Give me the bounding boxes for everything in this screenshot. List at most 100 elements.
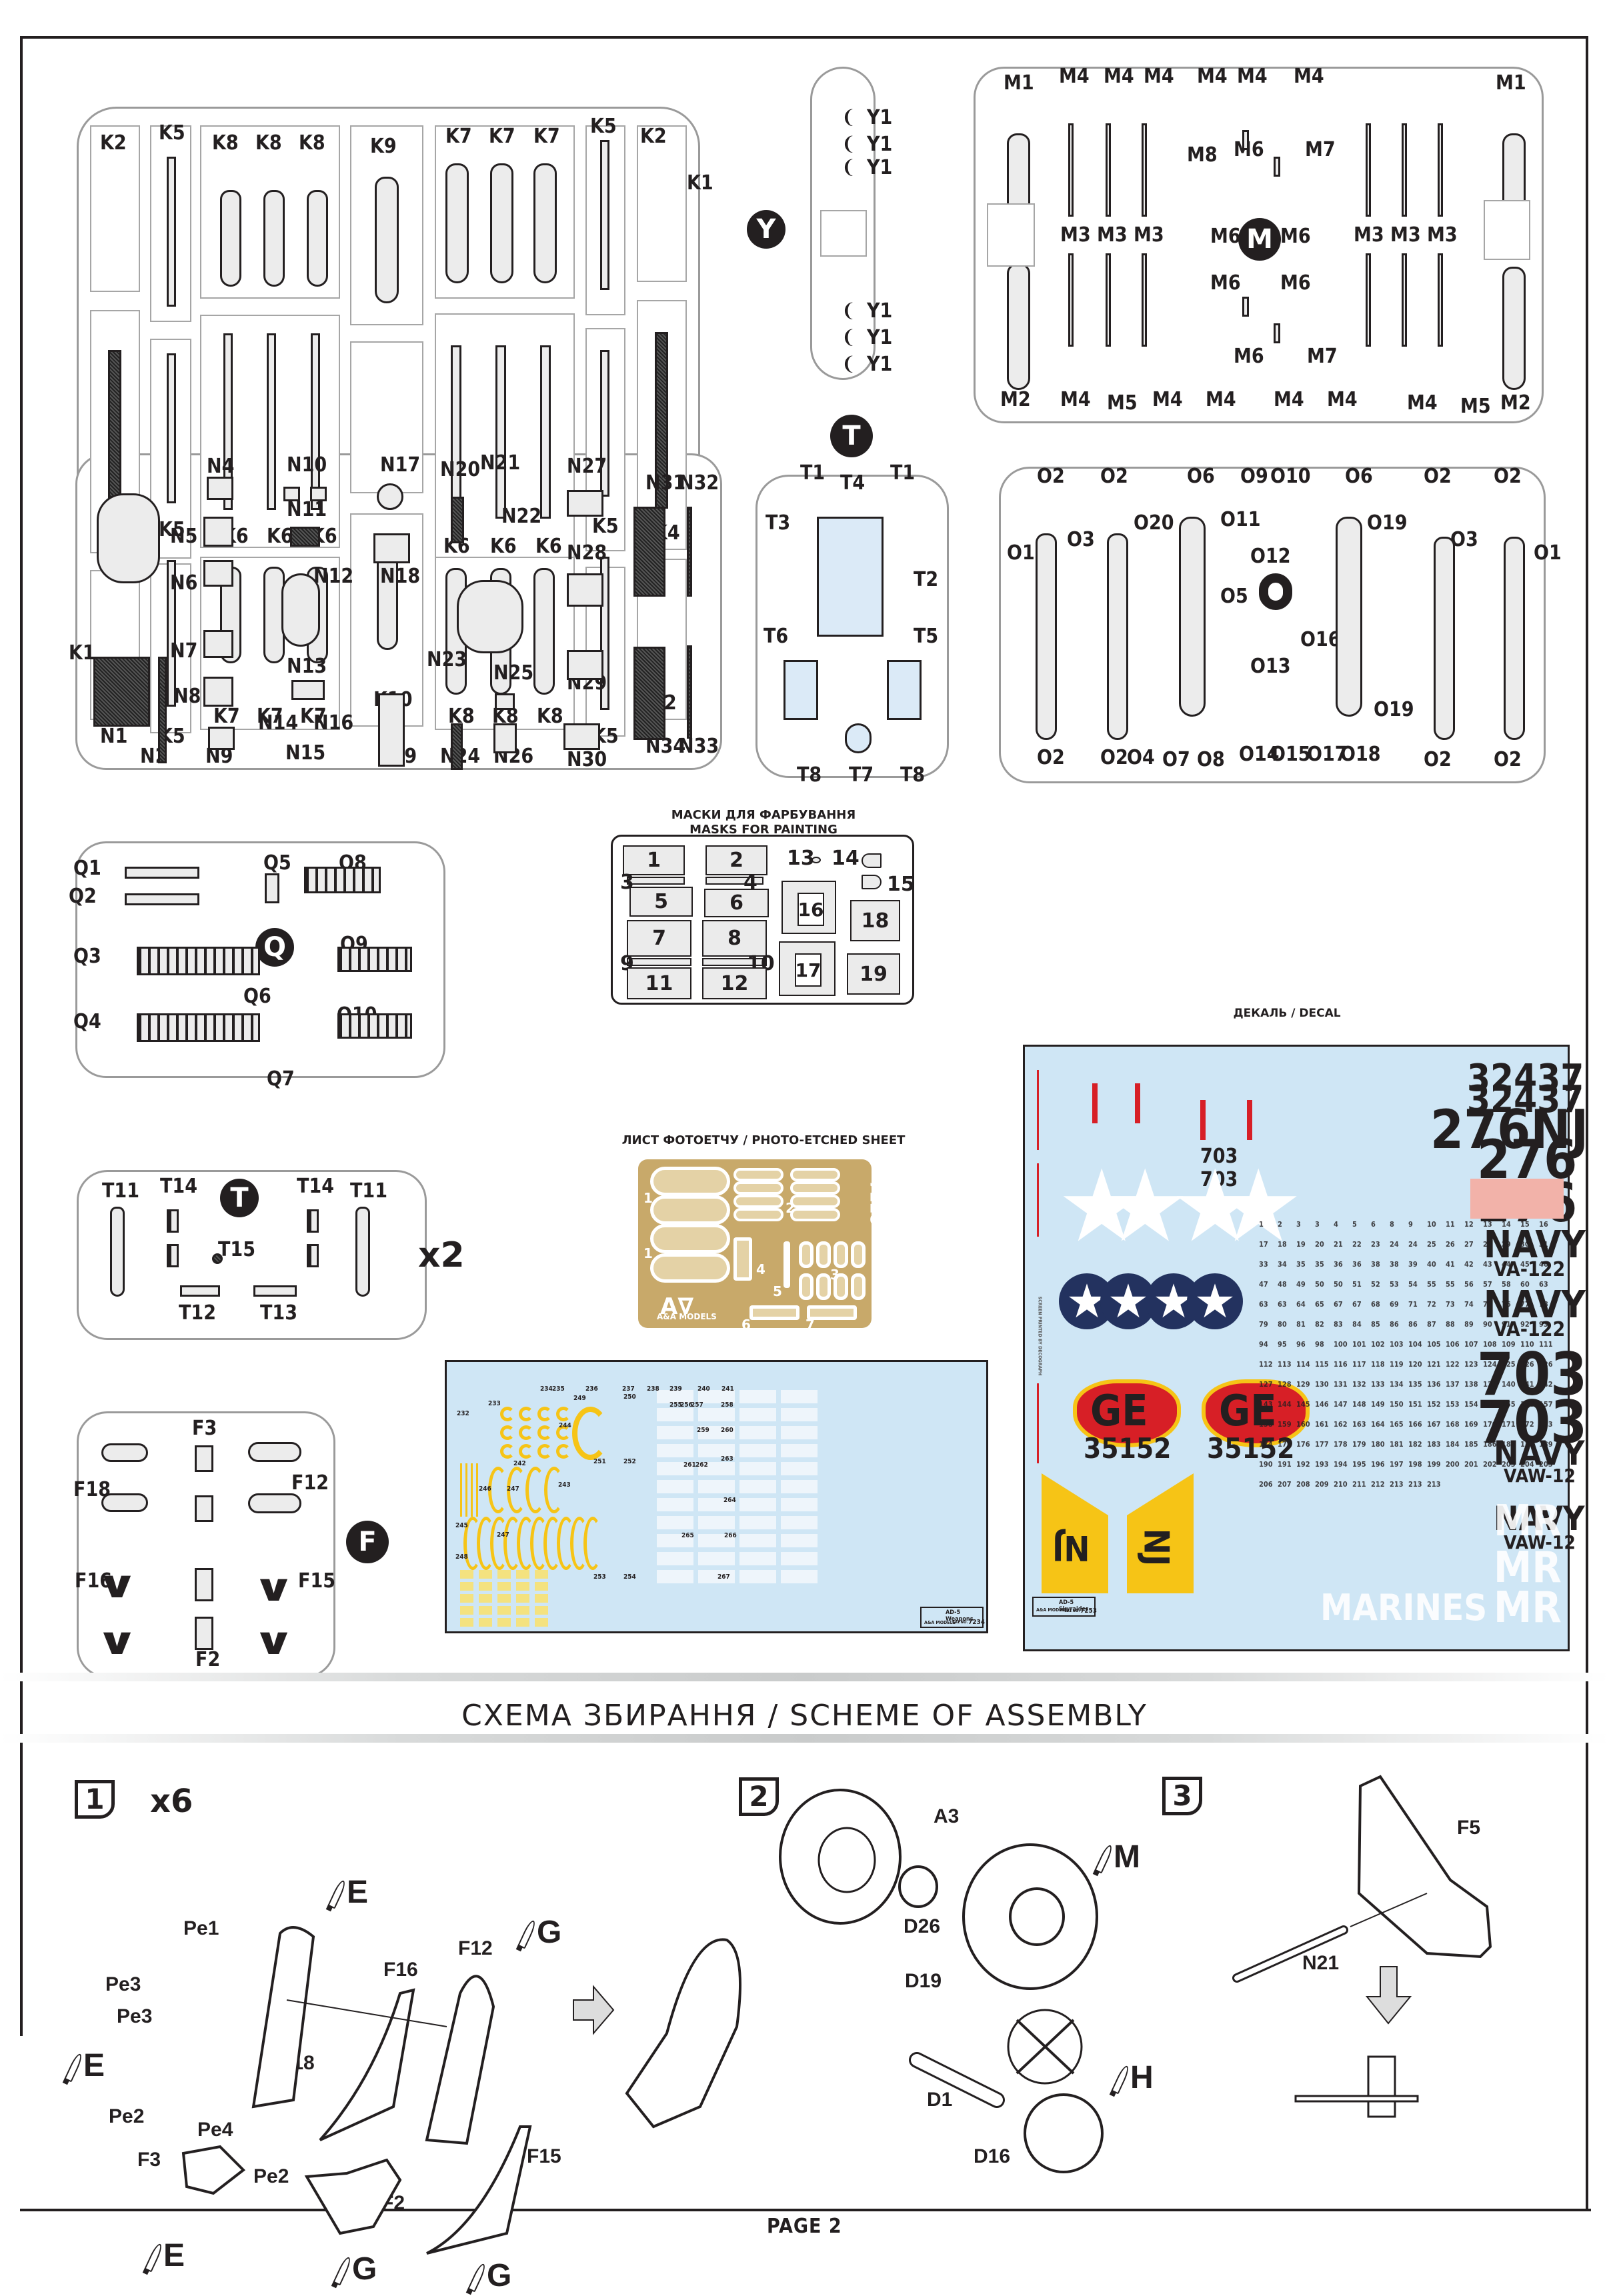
mask-piece-8: 8 (702, 920, 767, 957)
decal-number-202: 202 (1483, 1460, 1497, 1469)
decal-number-136: 136 (1427, 1380, 1441, 1389)
decal-number-131: 131 (1334, 1380, 1348, 1389)
weapon-decal-number-234: 234 (540, 1385, 553, 1393)
decal-number-81: 81 (1296, 1320, 1306, 1329)
paint-code: G (537, 1915, 562, 1950)
paint-code: E (347, 1875, 369, 1910)
photo-etch-title: ЛИСТ ФОТОЕТЧУ / PHOTO-ETCHED SHEET (621, 1133, 906, 1147)
assembly-part-label-f12: F12 (458, 1937, 493, 1959)
pe-buckle-3 (799, 1273, 814, 1300)
rocket-k6 (311, 333, 320, 510)
part-label-m4: M4 (1104, 65, 1134, 88)
decal-number-213: 213 (1390, 1480, 1404, 1489)
decal-number-84: 84 (1352, 1320, 1362, 1329)
mask-piece-19: 19 (847, 953, 900, 995)
part-label-t7: T7 (849, 763, 874, 787)
decal-number-35: 35 (1315, 1260, 1324, 1269)
decal-marking-navy: NAVY (1494, 1434, 1585, 1473)
weapon-decal-stencil (657, 1516, 693, 1529)
decal-number-135: 135 (1408, 1380, 1422, 1389)
panel-n29 (567, 650, 603, 680)
tank-o1 (1036, 533, 1057, 740)
part-label-o2: O2 (1494, 465, 1522, 488)
part-label-k5: K5 (159, 518, 185, 541)
weapon-decal-stencil (781, 1570, 818, 1583)
decal-number-141: 141 (1520, 1380, 1534, 1389)
part-label-m3: M3 (1354, 223, 1384, 247)
pe-buckle-3 (834, 1241, 848, 1268)
decal-number-94: 94 (1259, 1340, 1268, 1349)
part-label-n1: N1 (100, 725, 128, 748)
pe-number-1: 1 (643, 1190, 653, 1206)
weapon-decal-stencil (657, 1552, 693, 1565)
mask-window-16: 16 (797, 893, 824, 926)
part-label-o11: O11 (1220, 508, 1261, 531)
grille-q4 (137, 1013, 260, 1042)
part-label-k7: K7 (300, 705, 327, 728)
weapon-decal-yellow-stencil (535, 1618, 548, 1627)
decal-number-193: 193 (1315, 1460, 1329, 1469)
hook-y1: ❨ (842, 156, 856, 178)
decal-number-142: 142 (1539, 1380, 1553, 1389)
rocket-m3 (1366, 253, 1371, 347)
part-label-t14: T14 (297, 1175, 334, 1198)
weapon-decal-number-233: 233 (488, 1400, 501, 1407)
decal-number-87: 87 (1427, 1320, 1436, 1329)
weapon-decal-number-242: 242 (513, 1460, 526, 1467)
pe-plate-7 (807, 1305, 857, 1320)
decal-number-103: 103 (1390, 1340, 1404, 1349)
decal-marking-276: 276 (1477, 1129, 1578, 1191)
pe-strap-2 (790, 1195, 840, 1208)
decal-number-39: 39 (1408, 1260, 1418, 1269)
page-label-number: 2 (828, 2215, 842, 2238)
pe-number-1: 1 (643, 1245, 653, 1261)
part-label-o2: O2 (1100, 746, 1128, 769)
decal-number-117: 117 (1352, 1360, 1366, 1369)
decal-number-126: 126 (1539, 1360, 1553, 1369)
decal-number-198: 198 (1408, 1460, 1422, 1469)
bomb-m2 (1502, 267, 1526, 390)
decal-number-213: 213 (1408, 1480, 1422, 1489)
weapon-decal-number-247: 247 (497, 1531, 509, 1539)
part-label-o10: O10 (1270, 465, 1311, 488)
decal-marking-35152: 35152 (1207, 1432, 1295, 1465)
decal-number-195: 195 (1352, 1460, 1366, 1469)
decal-number-119: 119 (1390, 1360, 1404, 1369)
decal-number-16: 16 (1539, 1220, 1548, 1229)
part-label-n18: N18 (380, 565, 421, 588)
weapon-decal-number-261: 261 (683, 1461, 696, 1469)
weapon-decal-number-245: 245 (455, 1522, 468, 1529)
strip-n32 (687, 507, 692, 597)
bomb-m2 (1007, 263, 1030, 390)
weapon-decal-yellow-stencil (535, 1594, 548, 1603)
pe-buckle-3 (851, 1273, 866, 1300)
decal-number-8: 8 (1390, 1220, 1394, 1229)
decal-brand: A&A MODELS (1036, 1607, 1068, 1613)
part-label-m8: M8 (1187, 143, 1218, 167)
decal-number-171: 171 (1502, 1420, 1516, 1429)
decal-flame (1077, 1383, 1177, 1443)
weapon-decal-arc (477, 1517, 495, 1570)
decal-number-46: 46 (1539, 1260, 1548, 1269)
rocket-m3 (1106, 123, 1111, 217)
decal-number-71: 71 (1408, 1300, 1418, 1309)
bar-q1 (125, 867, 199, 879)
decal-number-154: 154 (1464, 1400, 1478, 1409)
decal-marking-va-122: VA-122 (1494, 1318, 1566, 1341)
bomb-k7 (490, 163, 513, 283)
mask-piece-2: 2 (705, 845, 767, 875)
block-n4 (207, 477, 233, 500)
pe-strap-2 (790, 1181, 840, 1195)
grey-arrow-down (1365, 1966, 1412, 2025)
part-label-k8: K8 (299, 131, 325, 155)
decal-number-40: 40 (1427, 1260, 1436, 1269)
decal-number-41: 41 (1446, 1260, 1455, 1269)
paint-callout-e: E (144, 2240, 185, 2273)
masks-title-ua: МАСКИ ДЛЯ ФАРБУВАННЯ (671, 808, 856, 822)
part-label-q4: Q4 (73, 1010, 101, 1033)
part-label-q3: Q3 (73, 945, 101, 968)
tank-o1 (1434, 537, 1455, 740)
part-label-n4: N4 (207, 455, 235, 478)
plate-f2 (195, 1617, 213, 1650)
